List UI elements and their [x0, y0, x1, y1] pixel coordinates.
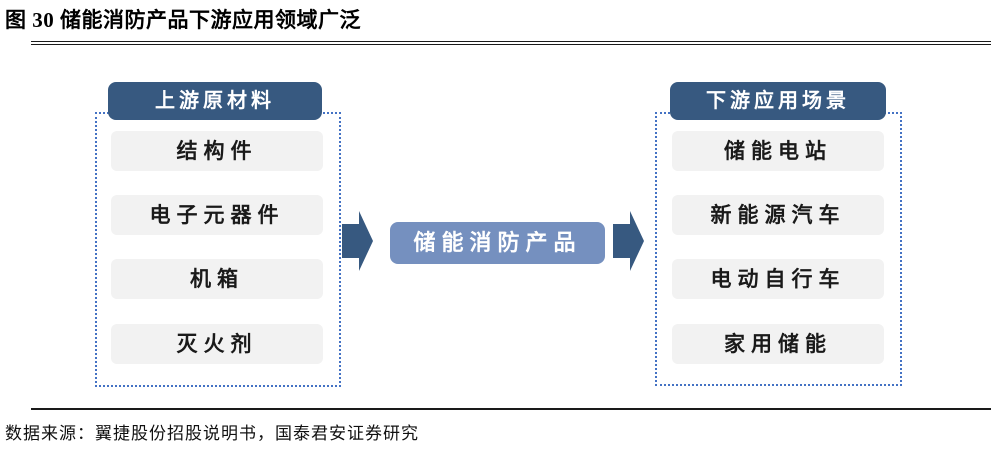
right-arrow-icon	[342, 210, 374, 272]
data-source: 数据来源：翼捷股份招股说明书，国泰君安证券研究	[5, 424, 419, 443]
downstream-item-storage-station: 储能电站	[672, 131, 884, 171]
figure-title: 图 30 储能消防产品下游应用领域广泛	[5, 8, 361, 32]
upstream-item-extinguishant: 灭火剂	[111, 324, 323, 364]
downstream-item-home-storage: 家用储能	[672, 324, 884, 364]
upstream-item-chassis: 机箱	[111, 259, 323, 299]
center-product-node: 储能消防产品	[390, 222, 605, 264]
upstream-item-electronics: 电子元器件	[111, 195, 323, 235]
title-divider	[31, 41, 991, 45]
downstream-header: 下游应用场景	[670, 82, 886, 120]
upstream-item-structural: 结构件	[111, 131, 323, 171]
right-arrow-icon	[613, 210, 645, 272]
footer-divider	[31, 408, 991, 410]
downstream-item-nev: 新能源汽车	[672, 195, 884, 235]
downstream-item-ebike: 电动自行车	[672, 259, 884, 299]
upstream-header: 上游原材料	[108, 82, 322, 120]
